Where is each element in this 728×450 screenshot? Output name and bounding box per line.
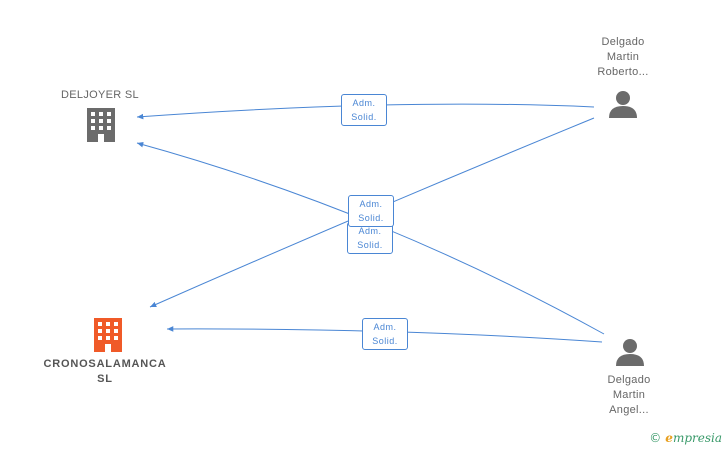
edge-label-line1: Adm. bbox=[359, 199, 383, 209]
person-icon-roberto bbox=[609, 91, 637, 118]
edge-label-line2: Solid. bbox=[358, 213, 384, 223]
edge-label-line1: Adm. bbox=[352, 98, 376, 108]
person-label-roberto-line2: Martin bbox=[606, 51, 640, 63]
edge-label-line2: Solid. bbox=[357, 240, 383, 250]
company-label-cronosalamanca-line2: SL bbox=[97, 373, 113, 385]
person-icon-angel bbox=[616, 339, 644, 366]
edge-label-angel-cronosalamanca[interactable]: Adm. Solid. bbox=[362, 318, 408, 350]
building-icon-deljoyer bbox=[87, 108, 115, 142]
empresia-watermark: ©empresia bbox=[649, 431, 722, 445]
edge-label-line1: Adm. bbox=[358, 226, 382, 236]
company-label-deljoyer[interactable]: DELJOYER SL bbox=[61, 89, 139, 101]
person-label-roberto-line1: Delgado bbox=[601, 36, 645, 48]
person-label-angel-line1: Delgado bbox=[607, 374, 651, 386]
person-label-angel-line2: Martin bbox=[612, 389, 646, 401]
person-label-angel[interactable]: Delgado Martin Angel... bbox=[579, 373, 679, 418]
brand-name: mpresia bbox=[672, 431, 722, 445]
person-label-roberto-line3: Roberto... bbox=[597, 66, 649, 78]
building-icon-cronosalamanca bbox=[94, 318, 122, 352]
edge-label-roberto-deljoyer[interactable]: Adm. Solid. bbox=[341, 94, 387, 126]
brand-initial: e bbox=[665, 431, 673, 445]
edge-label-roberto-cronosalamanca[interactable]: Adm. Solid. bbox=[348, 195, 394, 227]
company-label-cronosalamanca-line1: CRONOSALAMANCA bbox=[43, 358, 167, 370]
edge-label-line2: Solid. bbox=[372, 336, 398, 346]
edge-label-line1: Adm. bbox=[373, 322, 397, 332]
edge-label-line2: Solid. bbox=[351, 112, 377, 122]
person-label-angel-line3: Angel... bbox=[609, 404, 649, 416]
person-label-roberto[interactable]: Delgado Martin Roberto... bbox=[573, 35, 673, 80]
edge-label-angel-deljoyer[interactable]: Adm. Solid. bbox=[347, 222, 393, 254]
company-label-cronosalamanca[interactable]: CRONOSALAMANCA SL bbox=[30, 357, 180, 387]
copyright-icon: © bbox=[649, 431, 662, 445]
